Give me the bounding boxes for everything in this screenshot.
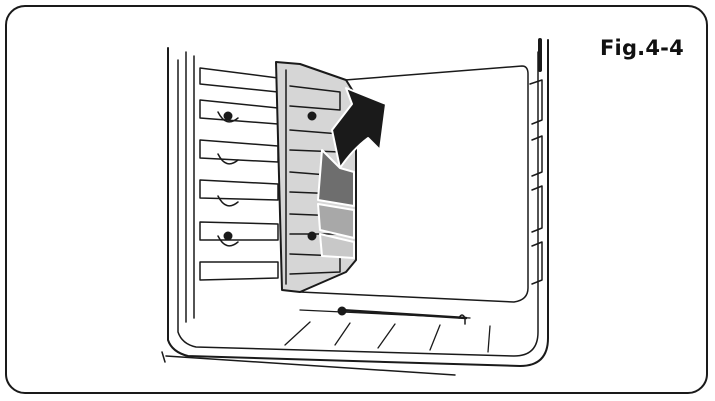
oven-cavity-outline-icon — [167, 39, 549, 367]
curved-removal-arrow-icon — [331, 87, 387, 169]
oven-back-wall — [299, 65, 529, 303]
arrow-tail-segment-3 — [319, 233, 355, 259]
oven-base-line — [165, 355, 456, 376]
arrow-tail-segment-1 — [317, 149, 355, 207]
left-wall-rack-guides — [185, 51, 279, 323]
rack-screw-2 — [307, 231, 317, 241]
rack-screw-1 — [307, 111, 317, 121]
right-rack-supports — [529, 79, 543, 285]
oven-base-line-2 — [161, 351, 166, 363]
left-wall-screw-2 — [223, 231, 233, 241]
arrow-tail-segment-2 — [317, 203, 355, 239]
left-wall-screw-1 — [223, 111, 233, 121]
oven-cavity-inner-wall — [177, 51, 539, 357]
oven-heating-element — [338, 308, 468, 320]
element-bolt-right — [458, 314, 466, 325]
element-bolt-left — [337, 306, 347, 316]
figure-label: Fig.4-4 — [600, 36, 684, 60]
